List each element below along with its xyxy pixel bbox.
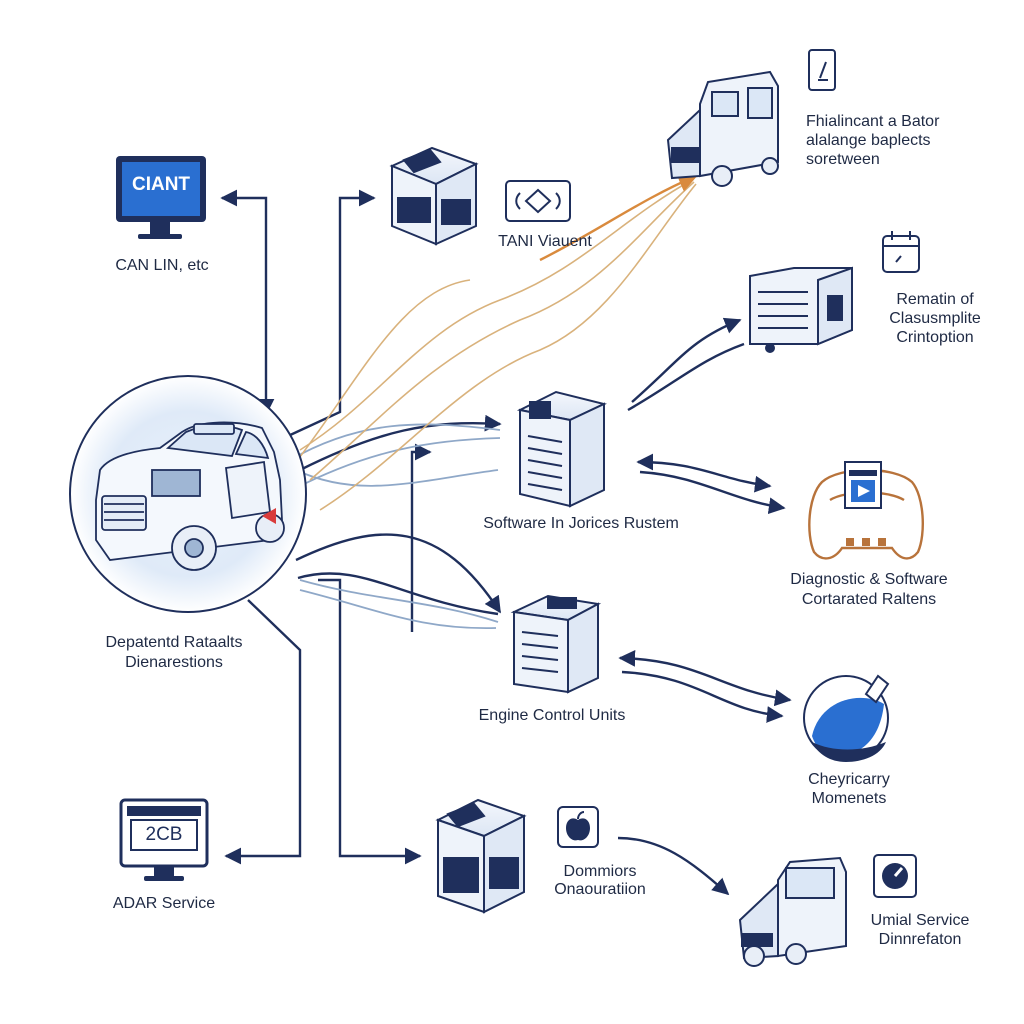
bottom-center-caption-line1: Dommiors <box>563 863 637 880</box>
right-top-line1: Fhialincant a Bator <box>806 113 940 130</box>
gauge-icon <box>873 854 917 898</box>
orange-flow-arrow <box>539 173 698 262</box>
monitor-top-screen-text: CIANT <box>131 174 191 195</box>
right-middle-line1: Diagnostic & Software <box>790 571 948 588</box>
right-top-line3: soretween <box>806 151 880 168</box>
monitor-bottom-screen-text: 2CB <box>145 824 183 845</box>
alert-marker <box>262 508 276 524</box>
box-icon-bottom <box>435 798 527 914</box>
hub-caption-line1: Depatentd Rataalts <box>105 634 243 651</box>
ecu-caption: Engine Control Units <box>478 707 626 724</box>
monitor-bottom-caption: ADAR Service <box>112 895 216 912</box>
right-top-line2: alalange baplects <box>806 132 931 149</box>
server-icon <box>516 390 607 508</box>
navy-connectors <box>220 189 792 896</box>
right-bottom-line1: Umial Service <box>870 912 970 929</box>
document-box-icon <box>510 594 602 694</box>
apple-icon <box>557 806 599 848</box>
play-window-icon <box>844 461 882 509</box>
right-middle-line2: Cortarated Raltens <box>801 591 937 608</box>
monitor-icon <box>116 156 206 239</box>
tan-flows <box>289 179 697 511</box>
cargo-box-icon <box>749 266 853 353</box>
monitor-icon-bottom <box>119 798 209 881</box>
right-upper-line2: Clasusmplite <box>889 310 981 327</box>
signal-icon <box>505 180 571 222</box>
calendar-icon <box>882 231 920 273</box>
right-lower-line2: Momenets <box>811 790 887 807</box>
box-icon <box>389 146 479 246</box>
right-lower-line1: Cheyricarry <box>808 771 890 788</box>
globe-icon <box>803 674 890 762</box>
right-bottom-line2: Dinnrefaton <box>878 931 962 948</box>
center-server-caption: Software In Jorices Rustem <box>483 515 679 532</box>
gamepad-icon <box>808 468 924 560</box>
top-center-caption: TANI Viauent <box>498 233 592 250</box>
truck-icon <box>666 70 779 187</box>
monitor-top-caption: CAN LIN, etc <box>115 257 209 274</box>
right-upper-line1: Rematin of <box>896 291 974 308</box>
right-upper-line3: Crintoption <box>896 329 974 346</box>
hub-caption-line2: Dienarestions <box>125 654 223 671</box>
truck-icon-bottom <box>738 856 847 967</box>
document-icon <box>808 49 836 91</box>
bottom-center-caption-line2: Onaouratiion <box>554 881 646 898</box>
